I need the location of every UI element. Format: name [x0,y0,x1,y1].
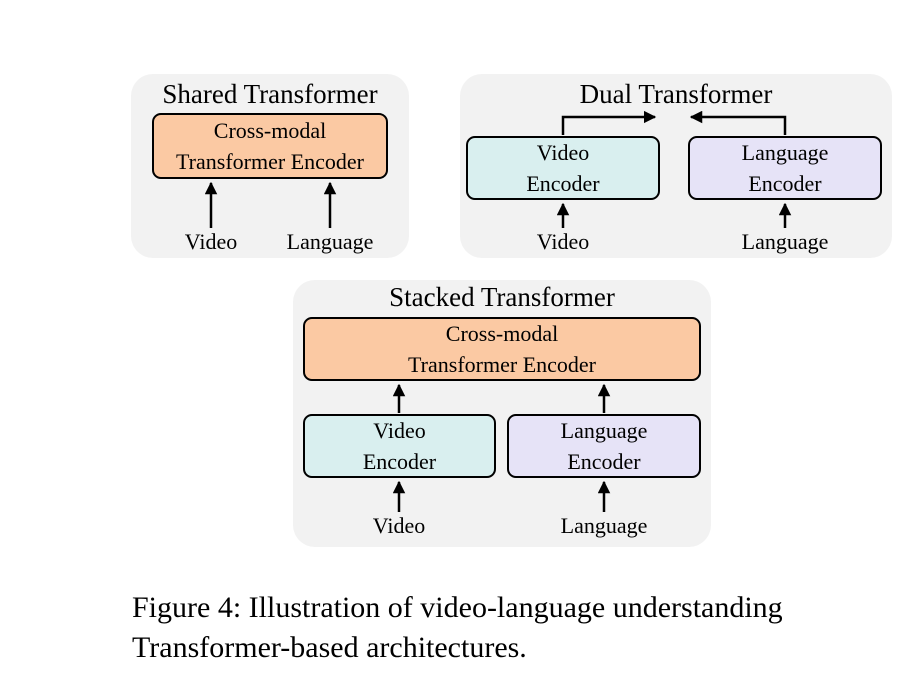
dual-video-encoder-line2: Encoder [526,171,600,196]
stacked-video-encoder: Video Encoder [303,414,496,478]
figure-caption: Figure 4: Illustration of video-language… [132,588,783,668]
stacked-video-label: Video [372,513,426,538]
shared-video-label: Video [184,229,238,254]
dual-video-label: Video [536,229,590,254]
caption-line1: Figure 4: Illustration of video-language… [132,591,783,624]
shared-cross-modal-encoder: Cross-modal Transformer Encoder [152,113,388,179]
dual-language-label: Language [741,229,829,254]
stacked-transformer-title: Stacked Transformer [389,282,615,312]
shared-encoder-line2: Transformer Encoder [176,149,364,174]
stacked-cross-modal-encoder: Cross-modal Transformer Encoder [303,317,701,381]
stacked-language-label: Language [560,513,648,538]
shared-language-label: Language [286,229,374,254]
dual-video-encoder-line1: Video [536,140,590,165]
stacked-language-encoder: Language Encoder [507,414,701,478]
dual-language-encoder: Language Encoder [688,136,882,200]
stacked-video-encoder-line1: Video [373,418,426,443]
caption-line2: Transformer-based architectures. [132,631,527,664]
dual-transformer-title: Dual Transformer [579,79,773,109]
stacked-encoder-line2: Transformer Encoder [408,352,596,377]
dual-language-encoder-line1: Language [741,140,829,165]
shared-encoder-line1: Cross-modal [213,118,327,143]
shared-transformer-title: Shared Transformer [162,79,378,109]
stacked-video-encoder-line2: Encoder [362,449,437,474]
stacked-language-encoder-line1: Language [560,418,648,443]
stacked-language-encoder-line2: Encoder [567,449,641,474]
dual-video-encoder: Video Encoder [466,136,660,200]
dual-language-output-arrow [689,110,787,135]
dual-language-encoder-line2: Encoder [748,171,822,196]
dual-video-output-arrow [561,110,657,135]
stacked-encoder-line1: Cross-modal [445,321,559,346]
